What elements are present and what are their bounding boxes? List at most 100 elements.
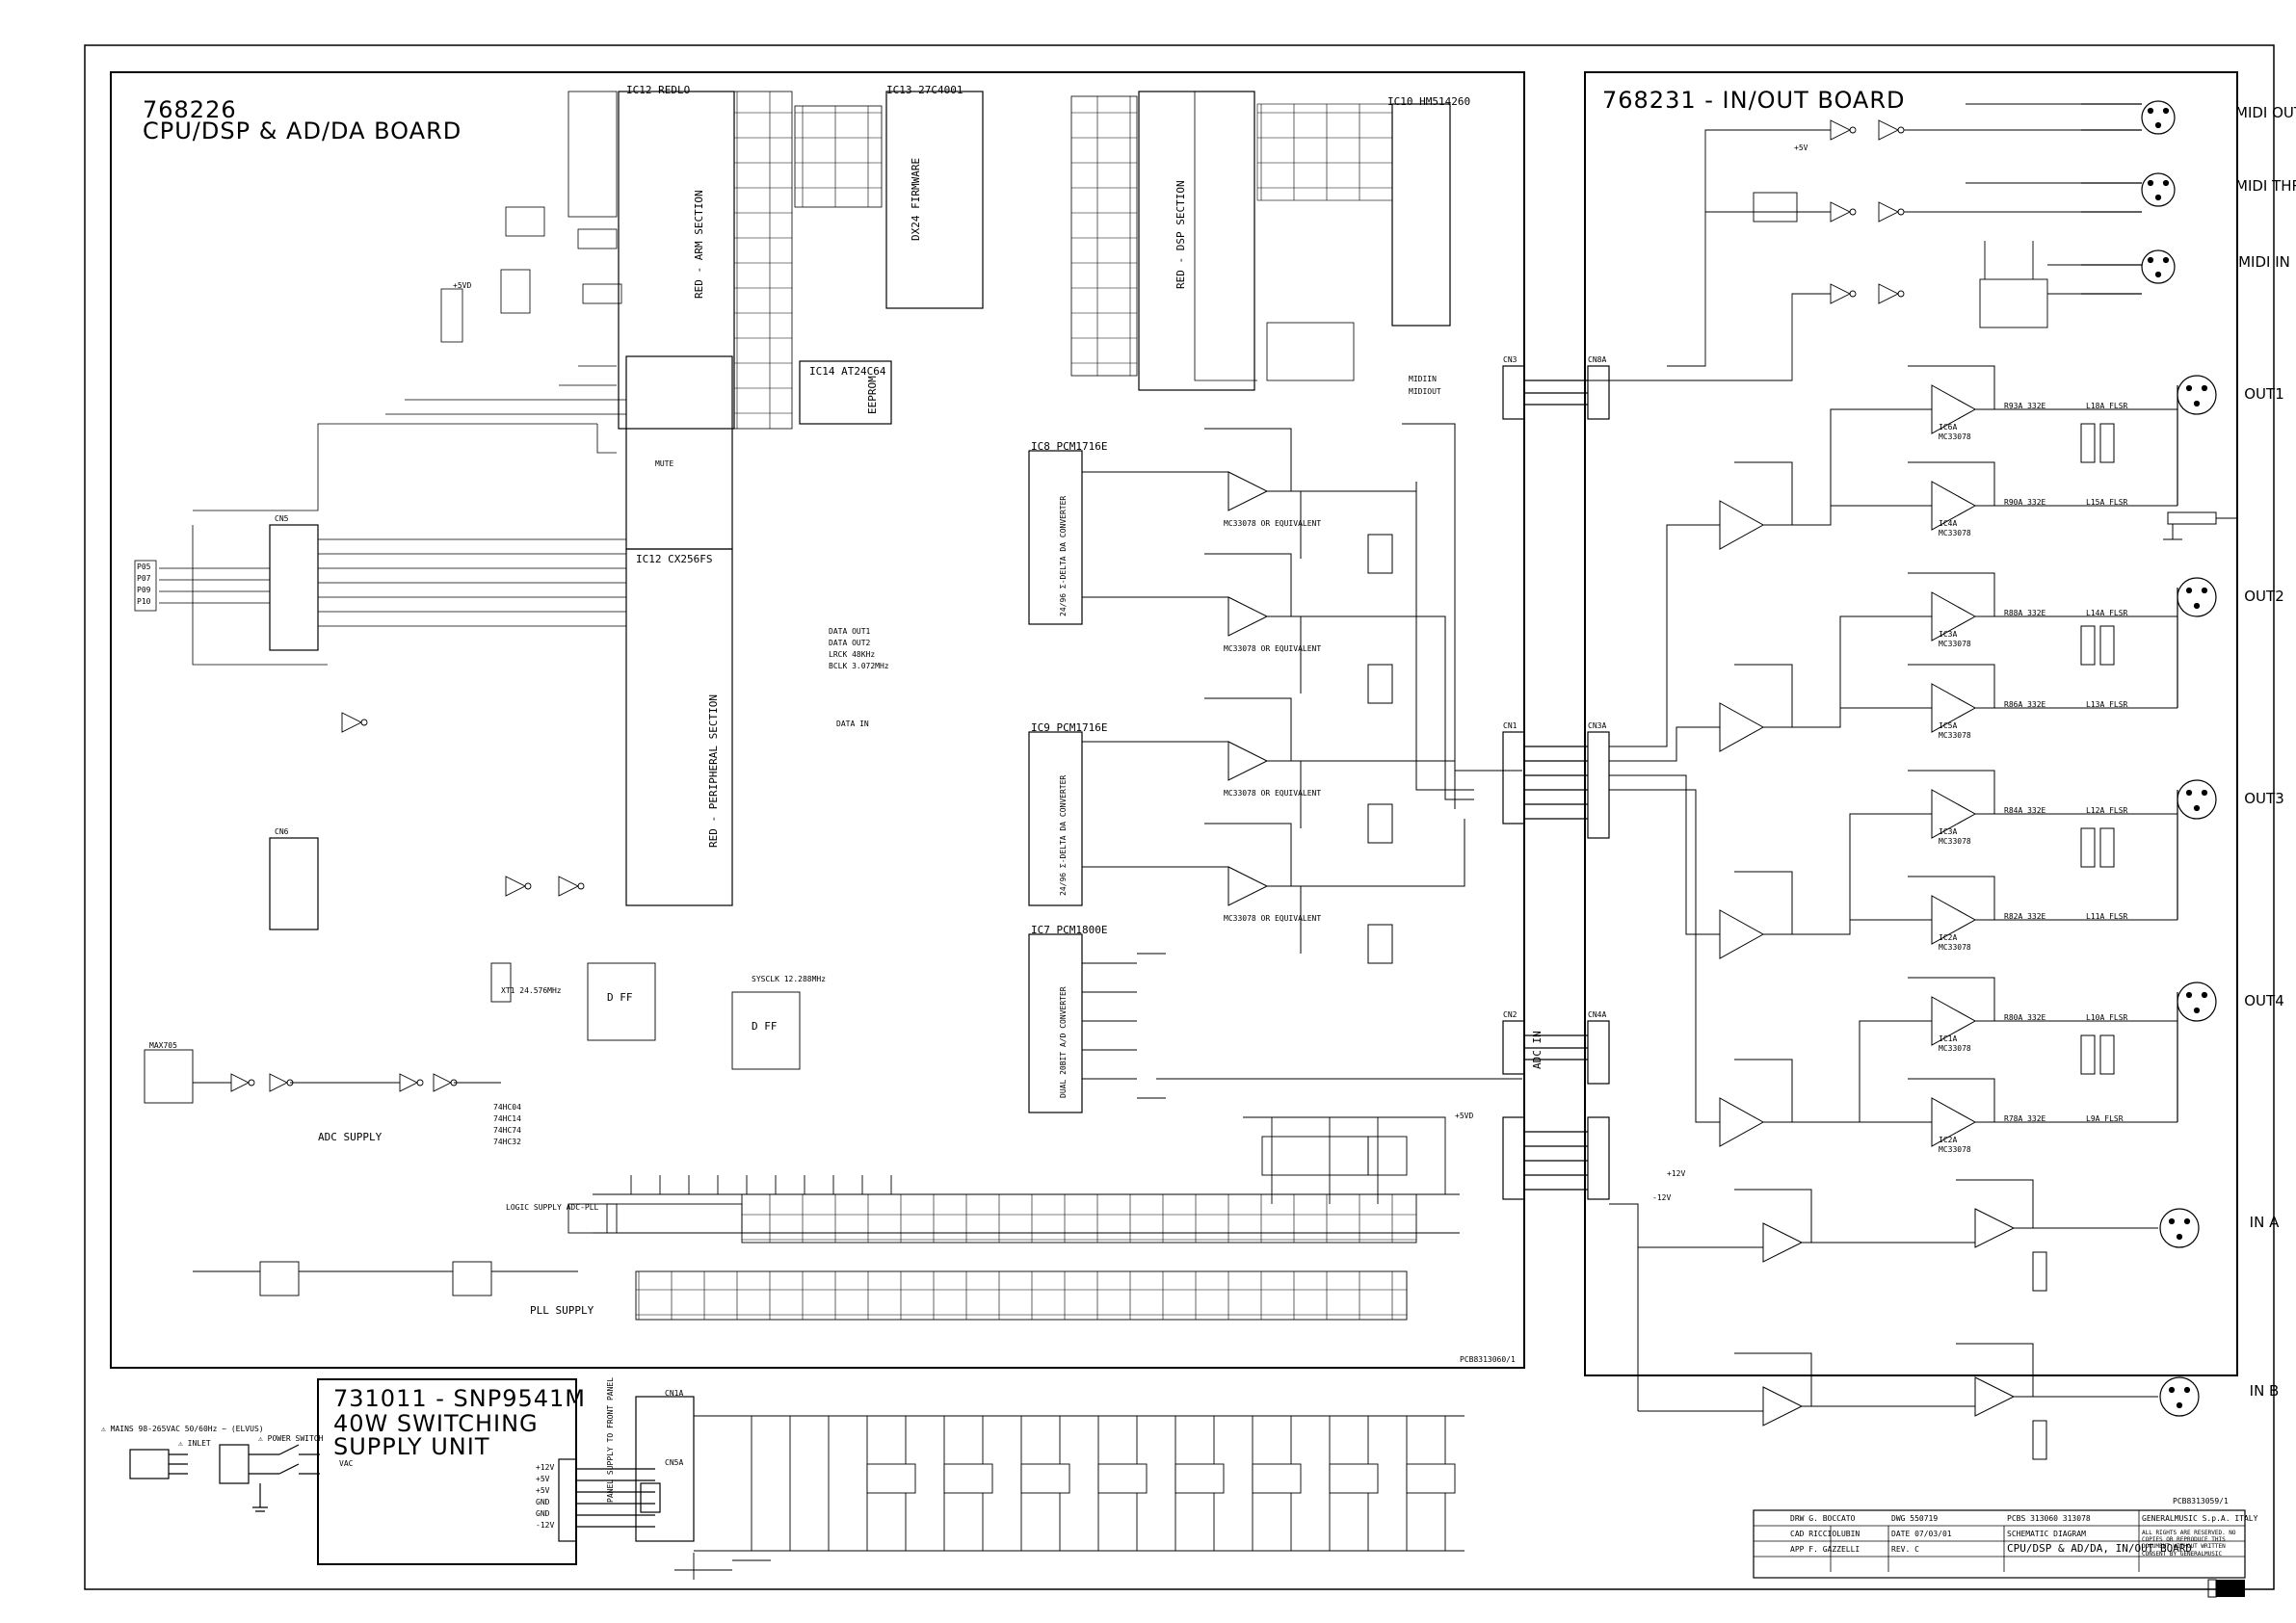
- out-stage-8-r: R78A 332E: [2004, 1114, 2046, 1123]
- out-stage-3-r: R88A 332E: [2004, 609, 2046, 617]
- opamp-equiv-1: MC33078 OR EQUIVALENT: [1224, 519, 1322, 528]
- eeprom-label: EEPROM: [866, 376, 879, 414]
- label-out2: OUT2: [2244, 588, 2284, 605]
- psu-board-id: 731011 - SNP9541M: [333, 1385, 586, 1412]
- mains-inlet: [129, 1444, 320, 1512]
- out-stage-6-part: MC33078: [1939, 943, 1971, 952]
- cpu-connectors: [1502, 365, 1525, 1200]
- cn6-label: CN6: [275, 827, 289, 836]
- pin-p05: P05: [137, 563, 151, 571]
- power-switch-label: ⚠ POWER SWITCH: [258, 1434, 324, 1443]
- cn3-label: CN3: [1503, 355, 1517, 364]
- out-stage-1-part: MC33078: [1939, 432, 1971, 441]
- io-board-frame: [1584, 71, 2238, 1376]
- ic8-dac-desc: 24/96 Σ-DELTA DA CONVERTER: [1059, 495, 1068, 616]
- out-stage-3-l: L14A FLSR: [2086, 609, 2128, 617]
- cpu-board-name: CPU/DSP & AD/DA BOARD: [143, 118, 462, 144]
- glue-logic: [144, 712, 801, 1104]
- out-stage-7-part: MC33078: [1939, 1044, 1971, 1053]
- out-stage-5-part: MC33078: [1939, 837, 1971, 846]
- out-stage-6-ic: IC2A: [1939, 933, 1958, 942]
- cn1-label: CN1: [1503, 721, 1517, 730]
- out-stage-6-r: R82A 332E: [2004, 912, 2046, 921]
- psu-out-3: +5V: [536, 1486, 550, 1495]
- ic12-cx-label: IC12 CX256FS: [636, 553, 713, 565]
- ic9-label: IC9 PCM1716E: [1031, 721, 1108, 734]
- opamp-equiv-2: MC33078 OR EQUIVALENT: [1224, 644, 1322, 653]
- ic7-label: IC7 PCM1800E: [1031, 924, 1108, 936]
- plus5vd-label: +5VD: [453, 281, 472, 290]
- tb-rev: REV. C: [1891, 1545, 1919, 1554]
- out-stage-3-part: MC33078: [1939, 640, 1971, 648]
- signal-bclk: BCLK 3.072MHz: [829, 662, 889, 670]
- cn5a-label: CN5A: [665, 1458, 684, 1467]
- midi-in-net: MIDIIN: [1409, 375, 1437, 383]
- out-stage-2-part: MC33078: [1939, 529, 1971, 537]
- pcb-ref-cpu: PCB8313060/1: [1460, 1355, 1516, 1364]
- ic12-arm-block: [618, 91, 735, 430]
- xlr-output-connectors: [2177, 375, 2217, 1122]
- signal-lrck: LRCK 48KHz: [829, 650, 876, 659]
- label-midi-thru: MIDI THRU: [2235, 177, 2296, 195]
- ic8-label: IC8 PCM1716E: [1031, 440, 1108, 453]
- tb-company: GENERALMUSIC S.p.A. ITALY: [2142, 1514, 2258, 1523]
- pin-p10: P10: [137, 597, 151, 606]
- cpu-board-id: 768226: [143, 96, 237, 123]
- ic14-eeprom-block: [799, 360, 892, 425]
- sheet-frame: [84, 44, 2275, 1590]
- dff-1-label: D FF: [607, 991, 633, 1004]
- out-stage-2-l: L15A FLSR: [2086, 498, 2128, 507]
- tb-date: DATE 07/03/01: [1891, 1530, 1952, 1538]
- signal-data-in: DATA IN: [836, 720, 869, 728]
- dac-opamp-stages: [1082, 423, 1522, 1099]
- tb-schematic: SCHEMATIC DIAGRAM: [2007, 1530, 2086, 1538]
- tb-cad: CAD RICCIOLUBIN: [1790, 1530, 1861, 1538]
- out-stage-8-ic: IC2A: [1939, 1136, 1958, 1144]
- ic10-dram-block: [1391, 103, 1451, 327]
- ic10-label: IC10 HM514260: [1387, 95, 1471, 108]
- ic12-peripheral-label: RED - PERIPHERAL SECTION: [707, 694, 720, 848]
- label-midi-in: MIDI IN: [2238, 253, 2290, 271]
- label-in-a: IN A: [2249, 1214, 2280, 1231]
- midi-out-net: MIDIOUT: [1409, 387, 1441, 396]
- psu-line-1: 40W SWITCHING: [333, 1410, 539, 1437]
- out-stage-7-ic: IC1A: [1939, 1034, 1958, 1043]
- panel-supply-label: PANEL SUPPLY TO FRONT PANEL: [606, 1376, 615, 1503]
- cn4a-label: CN4A: [1588, 1010, 1607, 1019]
- pll-supply-label: PLL SUPPLY: [530, 1304, 594, 1317]
- out-stage-2-ic: IC4A: [1939, 519, 1958, 528]
- glue-74hc04: 74HC04: [493, 1103, 521, 1112]
- io-connectors: [1524, 365, 1610, 1200]
- tb-description: CPU/DSP & AD/DA, IN/OUT BOARD: [2007, 1542, 2193, 1555]
- cn5-block: [269, 524, 319, 651]
- cpu-board-frame: [110, 71, 1525, 1369]
- pin-p07: P07: [137, 574, 151, 583]
- inlet-label: ⚠ INLET: [178, 1439, 211, 1448]
- ic13-label: IC13 27C4001: [886, 84, 963, 96]
- glue-74hc32: 74HC32: [493, 1138, 521, 1146]
- tb-app: APP F. GAZZELLI: [1790, 1545, 1861, 1554]
- supply-section: [193, 1116, 1460, 1321]
- label-midi-out: MIDI OUT: [2235, 104, 2296, 121]
- signal-data-out1: DATA OUT1: [829, 627, 871, 636]
- out-stage-3-ic: IC3A: [1939, 630, 1958, 639]
- ic12-redlo-block: [625, 355, 733, 550]
- cn3a-label: CN3A: [1588, 721, 1607, 730]
- opamp-equiv-3: MC33078 OR EQUIVALENT: [1224, 789, 1322, 798]
- label-out3: OUT3: [2244, 790, 2284, 807]
- input-section: [1609, 1179, 2158, 1460]
- signal-mute: MUTE: [655, 459, 674, 468]
- ic12-dsp-block: [1138, 91, 1255, 391]
- adc-in-label: ADC IN: [1531, 1031, 1544, 1069]
- title-block-frame: [1753, 1509, 2246, 1579]
- psu-out-1: +12V: [536, 1463, 555, 1472]
- out-stage-1-r: R93A 332E: [2004, 402, 2046, 410]
- pcb-ref-io: PCB8313059/1: [2173, 1497, 2229, 1505]
- signal-data-out2: DATA OUT2: [829, 639, 871, 647]
- vac-label: VAC: [339, 1459, 354, 1468]
- label-in-b: IN B: [2249, 1382, 2280, 1400]
- mains-warning: ⚠ MAINS 98-265VAC 50/60Hz ~ (ELVUS): [101, 1425, 264, 1433]
- dff-2-label: D FF: [752, 1020, 778, 1033]
